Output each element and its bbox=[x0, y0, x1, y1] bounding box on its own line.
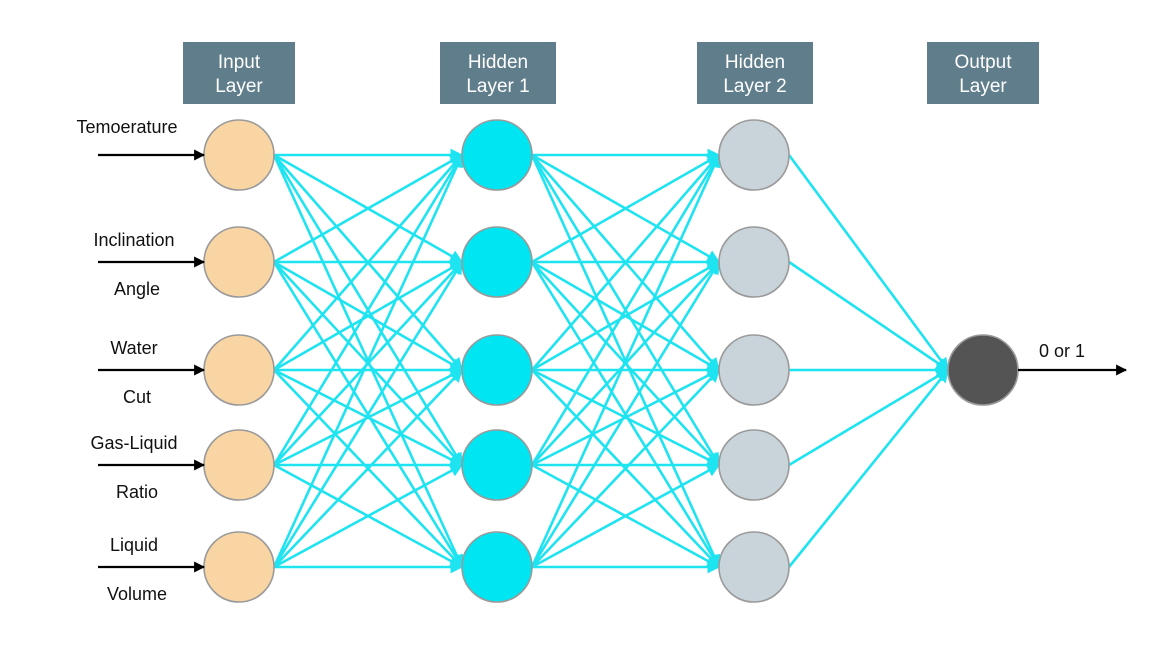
header-input-line1: Input bbox=[218, 52, 261, 73]
input-label-4-line2: Ratio bbox=[116, 482, 158, 502]
input-arrows: TemoeratureInclinationAngleWaterCutGas-L… bbox=[76, 117, 206, 604]
header-output-layer: Output Layer bbox=[927, 42, 1039, 104]
connection-hidden1-3-to-hidden2-1 bbox=[531, 154, 720, 371]
connection-input-5-to-hidden1-3 bbox=[273, 369, 463, 568]
header-input-line2: Layer bbox=[215, 76, 263, 97]
input-node-4 bbox=[203, 429, 275, 501]
hidden2-node-1 bbox=[718, 119, 790, 191]
connection-hidden2-2-to-output-1 bbox=[788, 260, 950, 372]
input-label-2-line2: Angle bbox=[114, 279, 160, 299]
header-hidden-layer-2: Hidden Layer 2 bbox=[697, 42, 813, 104]
hidden1-node-2 bbox=[461, 226, 533, 298]
connection-input-4-to-hidden1-3 bbox=[273, 368, 464, 467]
hidden2-node-2 bbox=[718, 226, 790, 298]
output-label: 0 or 1 bbox=[1039, 341, 1085, 361]
connection-input-5-to-hidden1-1 bbox=[272, 153, 464, 568]
input-node-3 bbox=[203, 334, 275, 406]
output-node-1 bbox=[947, 334, 1019, 406]
connection-hidden1-5-to-hidden2-2 bbox=[530, 260, 721, 568]
hidden1-node-4 bbox=[461, 429, 533, 501]
connection-input-3-to-hidden1-1 bbox=[273, 154, 463, 371]
header-hidden1-line2: Layer 1 bbox=[466, 76, 529, 97]
header-output-line1: Output bbox=[954, 52, 1012, 73]
header-input-layer: Input Layer bbox=[183, 42, 295, 104]
hidden1-node-3 bbox=[461, 334, 533, 406]
connection-hidden2-1-to-output-1 bbox=[787, 154, 950, 372]
header-hidden1-line1: Hidden bbox=[468, 52, 528, 73]
connection-hidden1-2-to-hidden2-1 bbox=[531, 153, 721, 264]
header-hidden2-line1: Hidden bbox=[725, 52, 785, 73]
input-label-3-line2: Cut bbox=[123, 387, 151, 407]
hidden1-node-1 bbox=[461, 119, 533, 191]
connection-hidden1-4-to-hidden2-1 bbox=[530, 153, 721, 466]
input-label-5-line2: Volume bbox=[107, 584, 167, 604]
header-output-line2: Layer bbox=[959, 76, 1007, 97]
output-arrow-group: 0 or 1 bbox=[1018, 341, 1128, 376]
connection-hidden2-5-to-output-1 bbox=[787, 368, 950, 568]
connection-hidden1-4-to-hidden2-3 bbox=[531, 368, 721, 467]
connection-hidden1-5-to-hidden2-4 bbox=[531, 463, 721, 569]
connection-input-4-to-hidden1-1 bbox=[272, 153, 464, 466]
input-label-1: Temoerature bbox=[76, 117, 177, 137]
input-label-2-line1: Inclination bbox=[93, 230, 174, 250]
connection-hidden1-3-to-hidden2-2 bbox=[531, 260, 721, 372]
hidden1-node-5 bbox=[461, 531, 533, 603]
hidden2-node-4 bbox=[718, 429, 790, 501]
connection-input-2-to-hidden1-1 bbox=[273, 153, 464, 264]
input-label-4-line1: Gas-Liquid bbox=[90, 433, 177, 453]
connection-hidden2-4-to-output-1 bbox=[788, 368, 950, 467]
connection-input-5-to-hidden1-2 bbox=[272, 260, 464, 568]
connection-input-5-to-hidden1-4 bbox=[273, 463, 464, 569]
connection-hidden1-5-to-hidden2-3 bbox=[531, 369, 720, 568]
connection-input-3-to-hidden1-2 bbox=[273, 260, 464, 372]
input-node-1 bbox=[203, 119, 275, 191]
hidden2-node-3 bbox=[718, 334, 790, 406]
input-node-2 bbox=[203, 226, 275, 298]
input-label-3-line1: Water bbox=[110, 338, 157, 358]
connection-hidden1-5-to-hidden2-1 bbox=[530, 153, 721, 568]
hidden2-node-5 bbox=[718, 531, 790, 603]
connections bbox=[272, 148, 950, 574]
nodes bbox=[203, 119, 1019, 603]
header-hidden-layer-1: Hidden Layer 1 bbox=[440, 42, 556, 104]
input-node-5 bbox=[203, 531, 275, 603]
header-hidden2-line2: Layer 2 bbox=[723, 76, 786, 97]
input-label-5-line1: Liquid bbox=[110, 535, 158, 555]
